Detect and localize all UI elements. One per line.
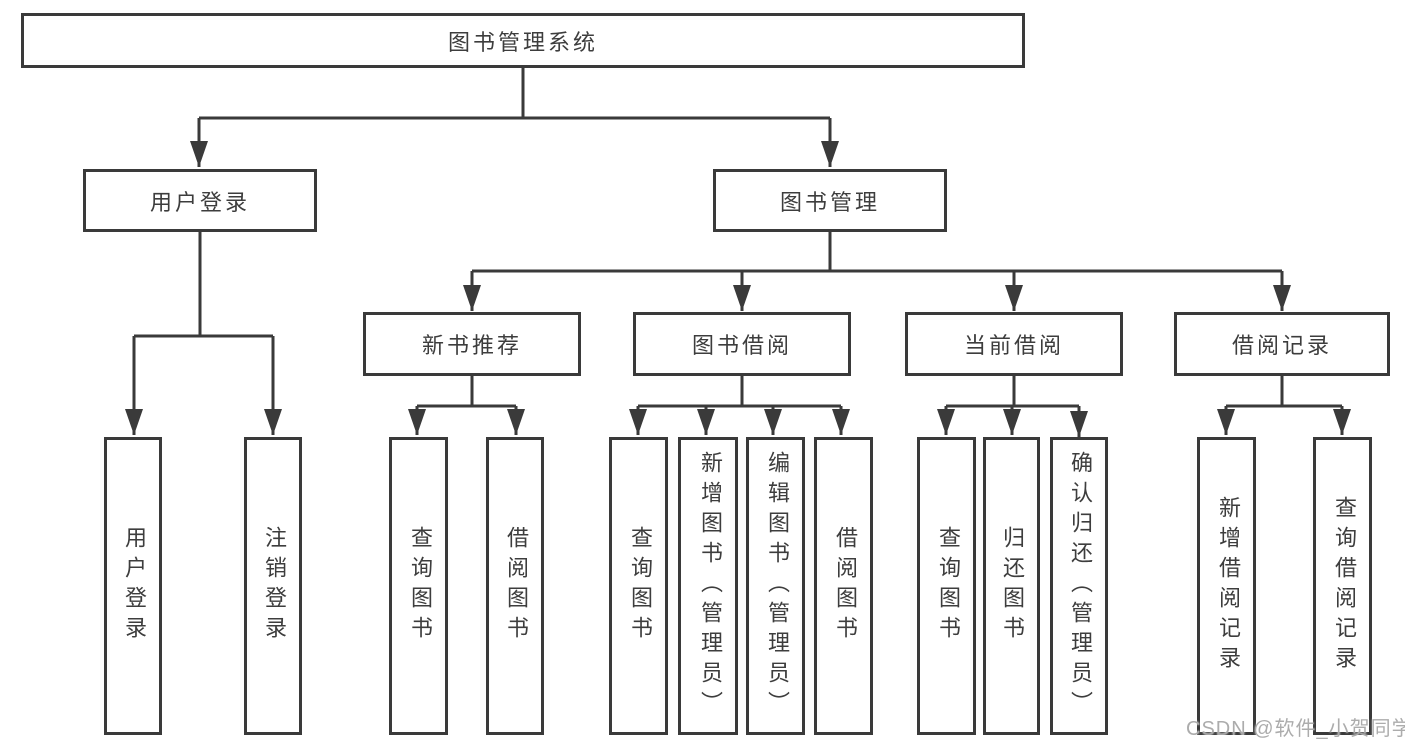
leaf-user-login: 用户登录 <box>104 437 162 735</box>
node-new-book-recommend: 新书推荐 <box>363 312 581 376</box>
leaf-logout: 注销登录 <box>244 437 302 735</box>
leaf-current-return-books: 归还图书 <box>983 437 1040 735</box>
node-borrow-records: 借阅记录 <box>1174 312 1390 376</box>
leaf-borrow-query-books: 查询图书 <box>609 437 668 735</box>
node-book-borrowing: 图书借阅 <box>633 312 851 376</box>
leaf-borrow-borrow-books: 借阅图书 <box>814 437 873 735</box>
connector-current-borrow-branch <box>946 376 1079 408</box>
connector-new-books-branch <box>417 376 516 408</box>
connector-book-borrow-branch <box>638 376 841 408</box>
connector-user-login-branch <box>134 232 273 338</box>
leaf-newbooks-borrow-books: 借阅图书 <box>486 437 544 735</box>
node-book-management: 图书管理 <box>713 169 947 232</box>
node-current-borrowing: 当前借阅 <box>905 312 1123 376</box>
connector-book-mgmt-branch <box>472 232 1282 273</box>
connector-borrow-records-branch <box>1226 376 1342 408</box>
leaf-borrow-edit-books-admin: 编辑图书（管理员） <box>746 437 805 735</box>
csdn-watermark: CSDN @软件_小贺同学 <box>1186 718 1405 740</box>
node-user-login: 用户登录 <box>83 169 317 232</box>
leaf-newbooks-query-books: 查询图书 <box>389 437 448 735</box>
leaf-current-query-books: 查询图书 <box>917 437 976 735</box>
leaf-records-query-record: 查询借阅记录 <box>1313 437 1372 735</box>
node-root-system: 图书管理系统 <box>21 13 1025 68</box>
leaf-current-confirm-return-admin: 确认归还（管理员） <box>1050 437 1108 735</box>
leaf-borrow-add-books-admin: 新增图书（管理员） <box>678 437 738 735</box>
connector-root-stem <box>199 68 830 120</box>
leaf-records-add-record: 新增借阅记录 <box>1197 437 1256 735</box>
